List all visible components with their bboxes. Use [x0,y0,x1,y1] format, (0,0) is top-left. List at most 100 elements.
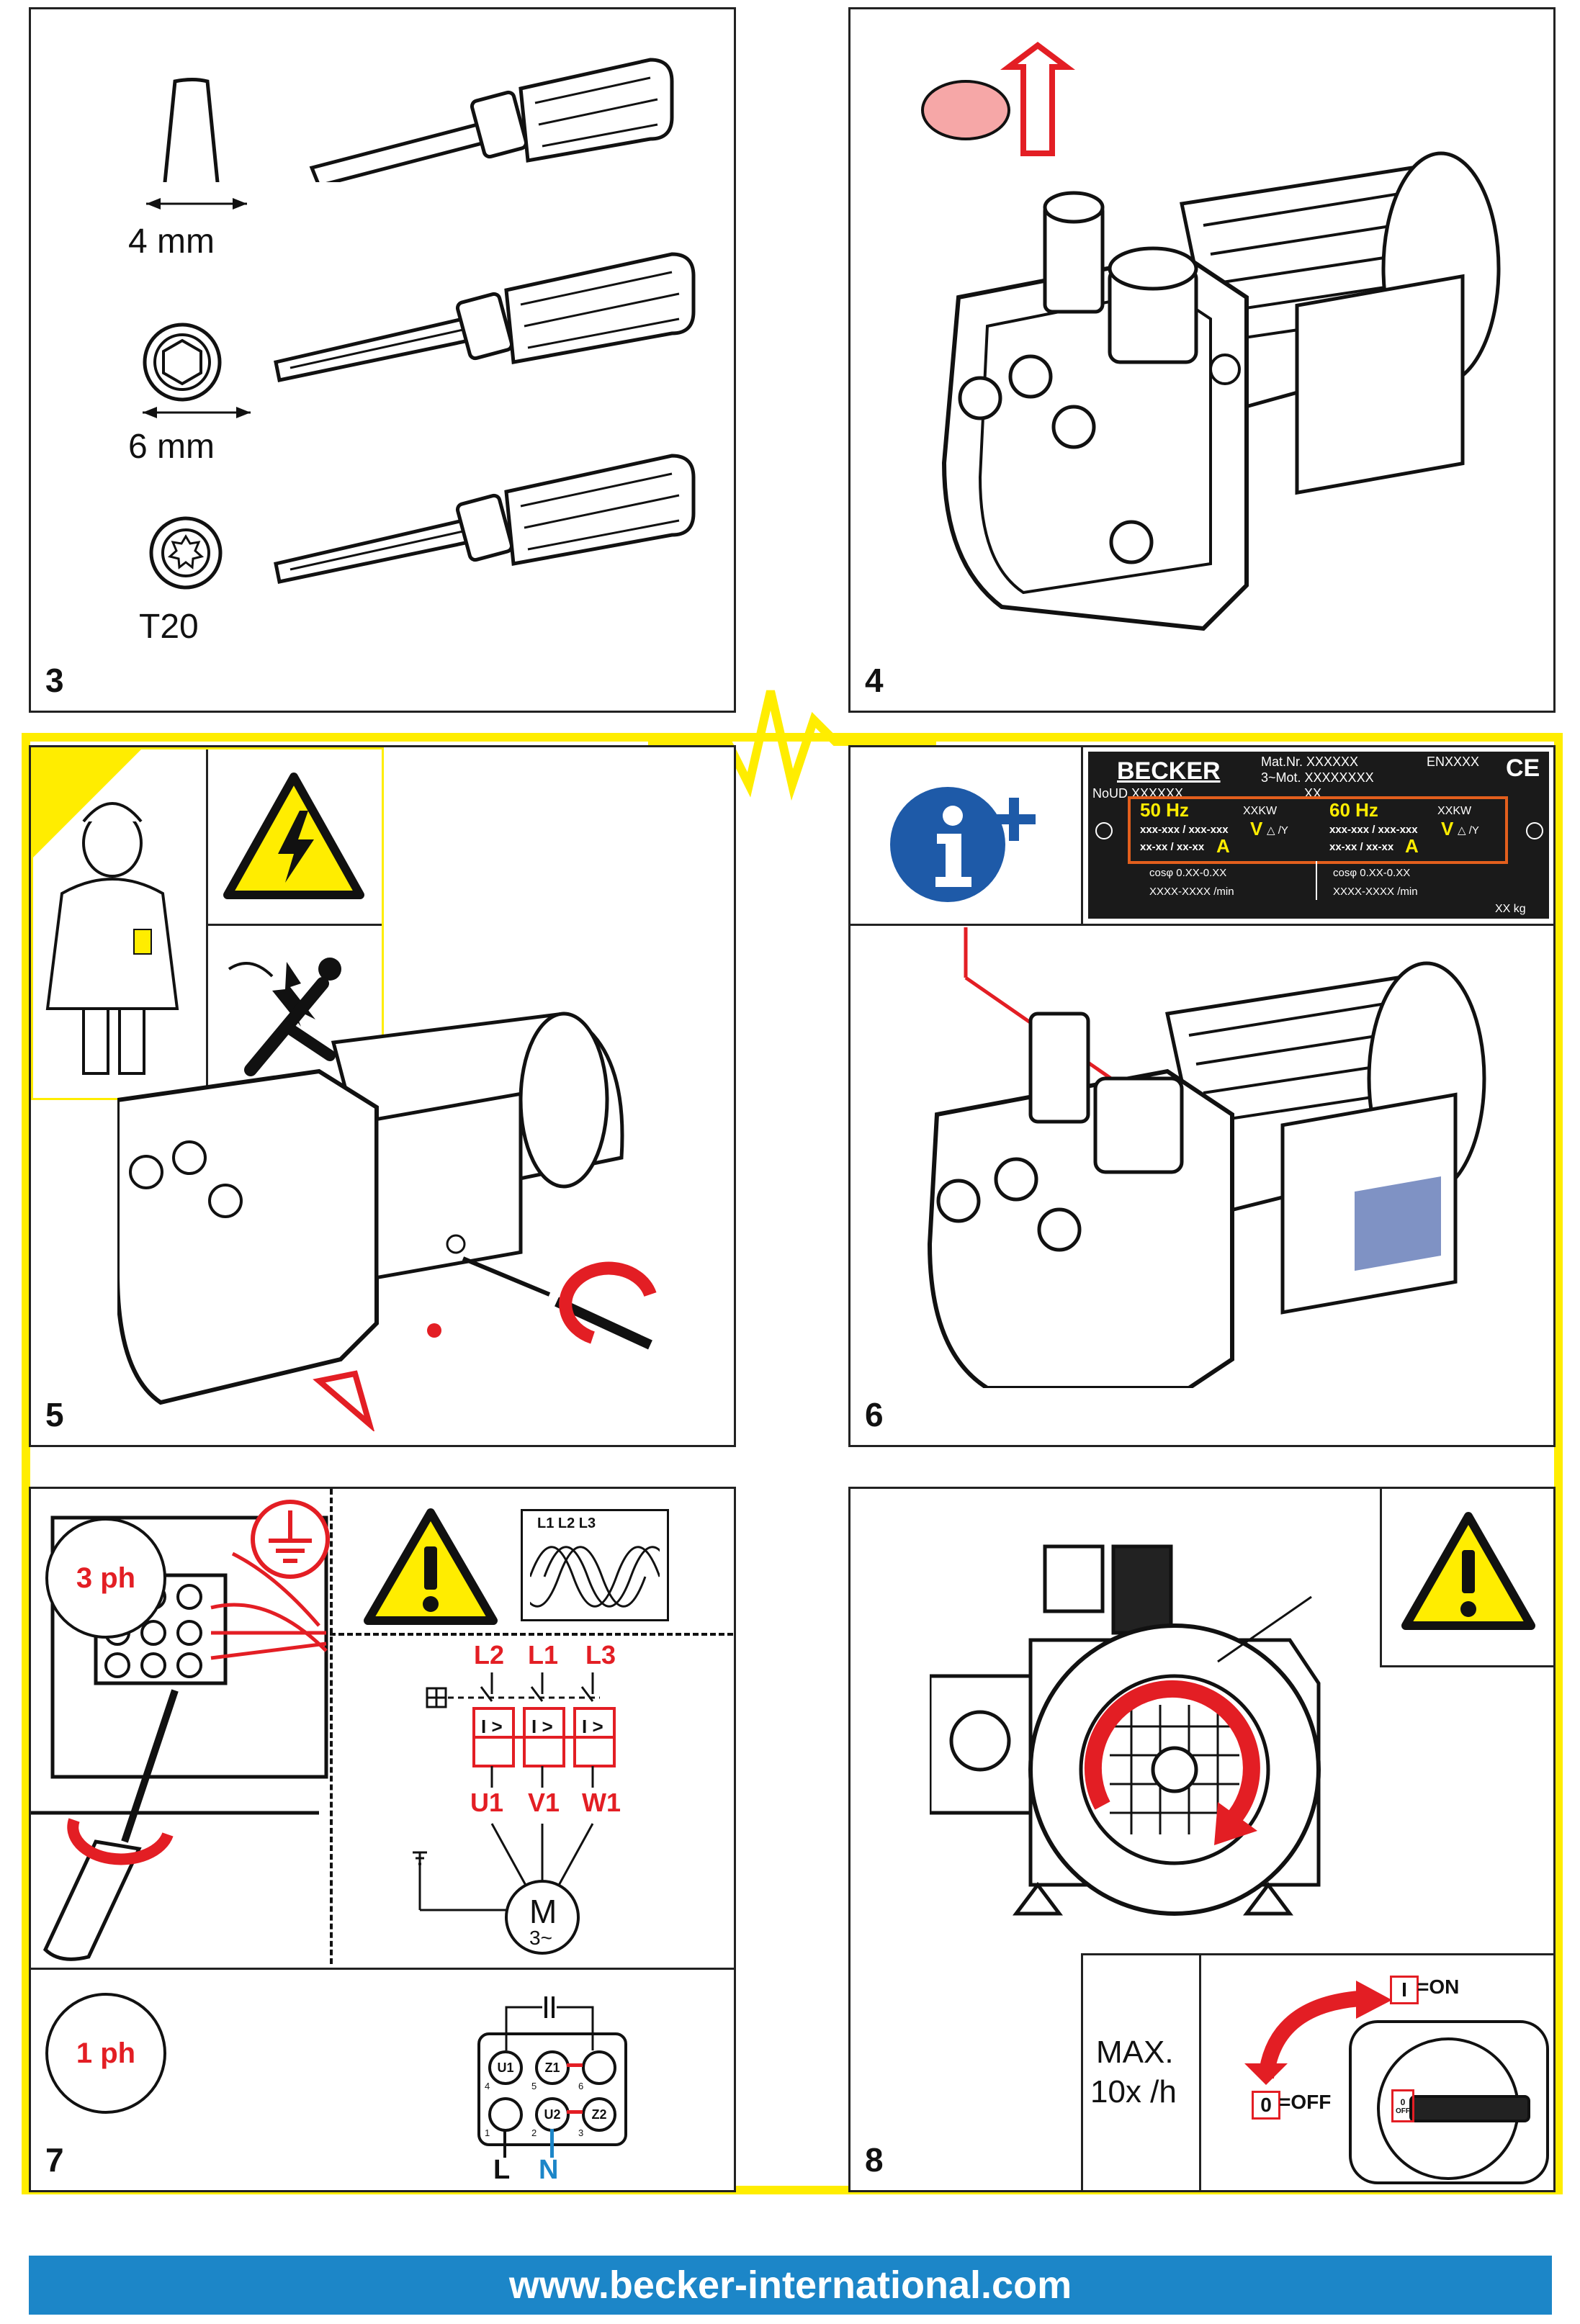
voltage-50: xxx-xxx / xxx-xxx [1140,824,1229,836]
bridge-link-bottom [567,2110,583,2114]
amp-50: xx-xx / xx-xx [1140,841,1205,853]
supply-lines-label: L1 L2 L3 [537,1515,596,1531]
terminal-top-right [582,2050,616,2085]
panel-6-nameplate: BECKER Mat.Nr. XXXXXX 3~Mot. XXXXXXXX EN… [848,745,1556,1447]
step-number: 6 [865,1396,884,1433]
terminal-num-5: 5 [531,2081,537,2091]
terminal-z2-label: Z2 [591,2107,607,2122]
terminal-u2: U2 [535,2097,570,2132]
sine-wave-box: L1 L2 L3 [521,1509,669,1621]
nameplate-divider [1316,861,1317,900]
weight: XX kg [1495,903,1526,915]
v-symbol-50: V [1250,818,1263,839]
screw-hole-right-icon [1526,822,1543,839]
motor-rotation-icon [930,1544,1321,1916]
terminal-num-6: 6 [578,2081,584,2091]
panel-3-tools: 4 mm 6 mm T20 3 [29,7,736,713]
ground-symbol-icon [251,1500,330,1579]
v-symbol-60: V [1441,818,1454,839]
terminal-u1: U1 [488,2050,523,2085]
rotary-switch[interactable]: 0 OFF [1349,2020,1549,2184]
off-indicator-box: 0 [1252,2091,1280,2120]
dial-zero: 0 [1400,2096,1406,2107]
bridge-link-top [567,2063,583,2067]
rpm-50: XXXX-XXXX /min [1149,886,1234,898]
voltage-60: xxx-xxx / xxx-xxx [1329,824,1418,836]
terminal-u2-label: U2 [544,2107,561,2122]
screwdriver-hex-icon [274,252,696,382]
general-warning-icon [364,1508,498,1625]
warning-corner-box [1380,1489,1553,1667]
three-phase-badge: 3 ph [45,1518,166,1639]
breaker-symbol-2: I > [531,1716,553,1737]
kw-50: XXKW [1243,805,1278,817]
step-number: 5 [45,1396,64,1433]
motor-phase: 3~ [529,1927,552,1949]
horizontal-dashed-divider [330,1633,733,1636]
three-phase-wave-icon [530,1546,660,1608]
dial-off: OFF [1396,2107,1410,2115]
start-limit-box: MAX. 10x /h [1081,1953,1201,2190]
mat-nr: Mat.Nr. XXXXXX [1261,755,1359,769]
on-indicator-box: I [1390,1976,1419,2004]
kw-60: XXKW [1437,805,1472,817]
max-starts-line1: MAX. [1096,2035,1174,2070]
screwdriver-torx-icon [274,454,696,584]
step-number: 7 [45,2141,64,2179]
voltage-highlight-box [1128,796,1508,864]
dimension-arrow-icon-2 [143,407,251,418]
freq-60hz: 60 Hz [1329,799,1378,821]
on-symbol: I [1401,1978,1407,2001]
torx-socket-icon [149,516,223,590]
electric-shock-icon [228,958,341,1076]
terminal-u1-label: U1 [497,2060,514,2075]
terminal-num-2: 2 [531,2127,537,2138]
ce-mark: CE [1506,755,1540,782]
pump-terminal-box-icon [117,1012,657,1431]
step-number: 8 [865,2141,884,2179]
neutral-label: N [539,2155,559,2185]
terminal-num-1: 1 [485,2127,490,2138]
cos-60: cosφ 0.XX-0.XX [1333,867,1411,879]
hex-socket-icon [143,323,222,402]
electrician-figure-icon [33,749,179,1075]
single-phase-badge: 1 ph [45,1993,166,2114]
single-phase-label: 1 ph [76,2037,136,2069]
winding-u1: U1 [470,1788,504,1817]
step-number: 4 [865,662,884,699]
panel-4-remove-plug: 4 [848,7,1556,713]
tool-size-6mm: 6 mm [128,428,215,466]
wire-n [550,2129,554,2158]
motor-type: 3~Mot. XXXXXXXX [1261,770,1374,785]
terminal-num-4: 4 [485,2081,490,2091]
winding-w1: W1 [582,1788,621,1817]
conn-60: △ /Y [1458,824,1479,837]
capacitor-icon [505,1996,594,2050]
breaker-symbol-1: I > [481,1716,503,1737]
brand-logo: BECKER [1117,757,1221,785]
terminal-z2: Z2 [582,2097,616,2132]
off-label: =OFF [1279,2091,1332,2113]
panel-8-rotation-switch: MAX. 10x /h I =ON 0 =OFF 0 OFF 8 [848,1487,1556,2192]
tool-size-t20: T20 [139,608,199,646]
website-link[interactable]: www.becker-international.com [508,2264,1072,2307]
panel-5-open-terminal-box: 5 [29,745,736,1447]
tool-size-4mm: 4 mm [128,222,215,261]
switch-arrows-icon [1244,1981,1392,2085]
step-number: 3 [45,662,64,699]
section-divider [31,1968,734,1970]
dial-off-marker: 0 OFF [1391,2089,1414,2122]
info-header-box: BECKER Mat.Nr. XXXXXX 3~Mot. XXXXXXXX EN… [850,747,1553,926]
switch-handle[interactable] [1409,2095,1530,2122]
vacuum-pump-icon [921,42,1501,631]
winding-v1: V1 [528,1788,560,1817]
footer-url-bar[interactable]: www.becker-international.com [29,2256,1552,2315]
on-label: =ON [1417,1976,1460,1998]
screwdriver-flat-icon [163,58,674,182]
safety-warning-box [31,747,384,1100]
general-warning-icon-2 [1401,1512,1535,1630]
line-l3: L3 [585,1640,616,1670]
live-label: L [493,2155,511,2185]
high-voltage-warning-icon [223,773,364,899]
rpm-60: XXXX-XXXX /min [1333,886,1418,898]
